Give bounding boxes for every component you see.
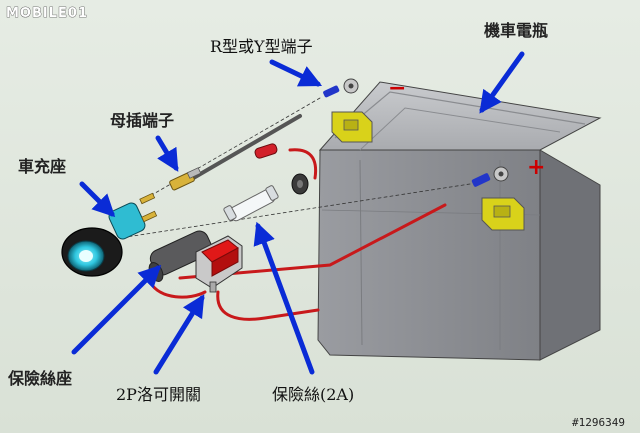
label-fuse-holder: 保險絲座 <box>7 369 72 388</box>
logo-text: MOBILE01 <box>6 6 88 21</box>
negative-symbol: − <box>388 76 406 101</box>
pointer-arrows <box>71 51 525 375</box>
label-socket: 車充座 <box>18 157 66 176</box>
arrow-fuse <box>253 221 315 375</box>
arrow-terminal-ry <box>269 59 323 87</box>
arrow-fuse-holder <box>71 264 162 355</box>
arrow-battery <box>479 51 525 114</box>
label-switch: 2P洛可開關 <box>116 385 201 404</box>
negative-terminal-block <box>331 111 373 143</box>
car-charger-socket <box>61 192 158 277</box>
red-connector <box>254 143 278 159</box>
arrow-female-terminal <box>155 135 179 172</box>
rocker-switch <box>195 235 243 293</box>
label-fuse: 保險絲(2A) <box>272 385 354 404</box>
label-terminal-ry: R型或Y型端子 <box>210 37 313 56</box>
ring-terminal-positive <box>471 166 509 187</box>
positive-symbol: + <box>527 155 545 180</box>
positive-terminal-block <box>481 197 525 231</box>
label-female-terminal: 母插端子 <box>110 111 174 130</box>
grommet <box>291 173 309 195</box>
label-battery: 機車電瓶 <box>484 21 548 40</box>
arrow-switch <box>153 294 205 375</box>
female-spade-terminal <box>169 167 202 191</box>
arrow-socket <box>79 181 116 218</box>
image-number: #1296349 <box>572 416 625 429</box>
glass-fuse <box>223 185 279 222</box>
mobile01-logo: MOBILE01 <box>6 6 88 22</box>
battery: − + <box>317 76 602 361</box>
ring-terminal-negative <box>323 78 359 98</box>
